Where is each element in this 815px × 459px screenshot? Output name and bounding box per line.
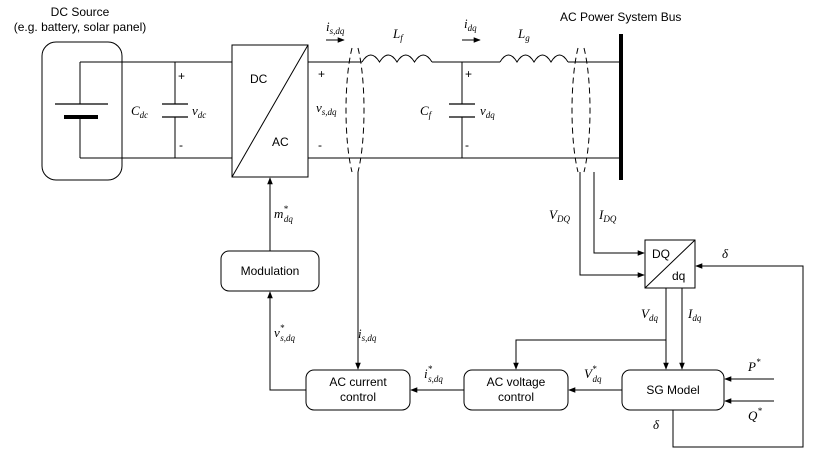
- dc-bus-wires: [80, 61, 232, 159]
- converter-current-sensor: [345, 47, 365, 173]
- grid-sensor-dash-left: [571, 47, 579, 173]
- converter-diagonal: [231, 44, 309, 178]
- P-ref-label: P*: [747, 357, 761, 374]
- v-sdq-label: vs,dq: [316, 100, 337, 117]
- inductor-lf: [361, 54, 433, 63]
- dc-ac-converter: DC AC: [231, 44, 309, 178]
- dc-link-capacitor: Cdc vdc + -: [131, 62, 206, 158]
- inductor-lg: [499, 54, 569, 63]
- i-sdq-ref-label: i*s,dq: [424, 364, 443, 384]
- I-DQ-label: IDQ: [598, 207, 617, 224]
- Q-ref-label: Q*: [748, 406, 762, 423]
- v-dq-label: vdq: [480, 103, 495, 120]
- dq-transform-diagonal: [644, 239, 696, 289]
- sensor-dash-right: [357, 47, 365, 173]
- filter-capacitor: Cf vdq + -: [420, 62, 495, 158]
- ac-voltage-control-label-1: AC voltage: [487, 375, 546, 389]
- ac-bus-label: AC Power System Bus: [560, 10, 681, 24]
- I-dq-label: Idq: [687, 306, 702, 323]
- grid-sensor-dash-right: [583, 47, 591, 173]
- delta-feedback-signal: [672, 263, 804, 448]
- V-DQ-label: VDQ: [549, 207, 570, 224]
- dq-transform-top-label: DQ: [652, 247, 670, 261]
- v-DQ-signal: [579, 172, 645, 278]
- converter-ac-label: AC: [272, 135, 289, 149]
- dc-source-title: DC Source: [51, 5, 110, 19]
- modulation-label: Modulation: [241, 264, 300, 278]
- lg-label: Lg: [517, 26, 530, 43]
- v-dc-minus: -: [179, 138, 183, 152]
- I-DQ-signal: [593, 172, 645, 256]
- dc-source: DC Source (e.g. battery, solar panel): [14, 5, 147, 181]
- v-dq-ref-label: V*dq: [584, 364, 602, 384]
- i-dq-label: idq: [464, 16, 477, 33]
- v-sdq-ref-label: v*s,dq: [274, 323, 296, 343]
- dq-transform-bottom-label: dq: [672, 269, 685, 283]
- converter-dc-label: DC: [250, 72, 268, 86]
- v-sdq-plus: +: [318, 67, 325, 81]
- dc-source-subtitle: (e.g. battery, solar panel): [14, 20, 147, 34]
- m-dq-label: m*dq: [274, 204, 293, 224]
- sg-model-label: SG Model: [646, 383, 699, 397]
- v-dq-plus: +: [465, 67, 472, 81]
- i-sdq-top-label: is,dq: [326, 19, 345, 36]
- ac-current-control-label-2: control: [340, 390, 376, 404]
- sensor-dash-left: [345, 47, 353, 173]
- grid-sensor: [571, 47, 591, 173]
- delta-bottom-label: δ: [653, 417, 660, 432]
- dc-source-box: [41, 41, 123, 181]
- c-dc-label: Cdc: [131, 103, 148, 120]
- c-f-label: Cf: [420, 103, 433, 120]
- V-dq-label: Vdq: [641, 306, 658, 323]
- v-sdq-ref-signal: [267, 291, 306, 391]
- V-dq-to-voltage-control: [513, 339, 666, 370]
- v-dc-label: vdc: [192, 103, 206, 120]
- ac-current-control-label-1: AC current: [329, 375, 387, 389]
- lf-label: Lf: [392, 26, 404, 43]
- ac-voltage-control-label-2: control: [498, 390, 534, 404]
- delta-top-label: δ: [722, 246, 729, 261]
- v-dq-minus: -: [465, 138, 469, 152]
- v-sdq-minus: -: [318, 138, 322, 152]
- v-dc-plus: +: [178, 69, 185, 83]
- i-sdq-mid-label: is,dq: [358, 326, 377, 343]
